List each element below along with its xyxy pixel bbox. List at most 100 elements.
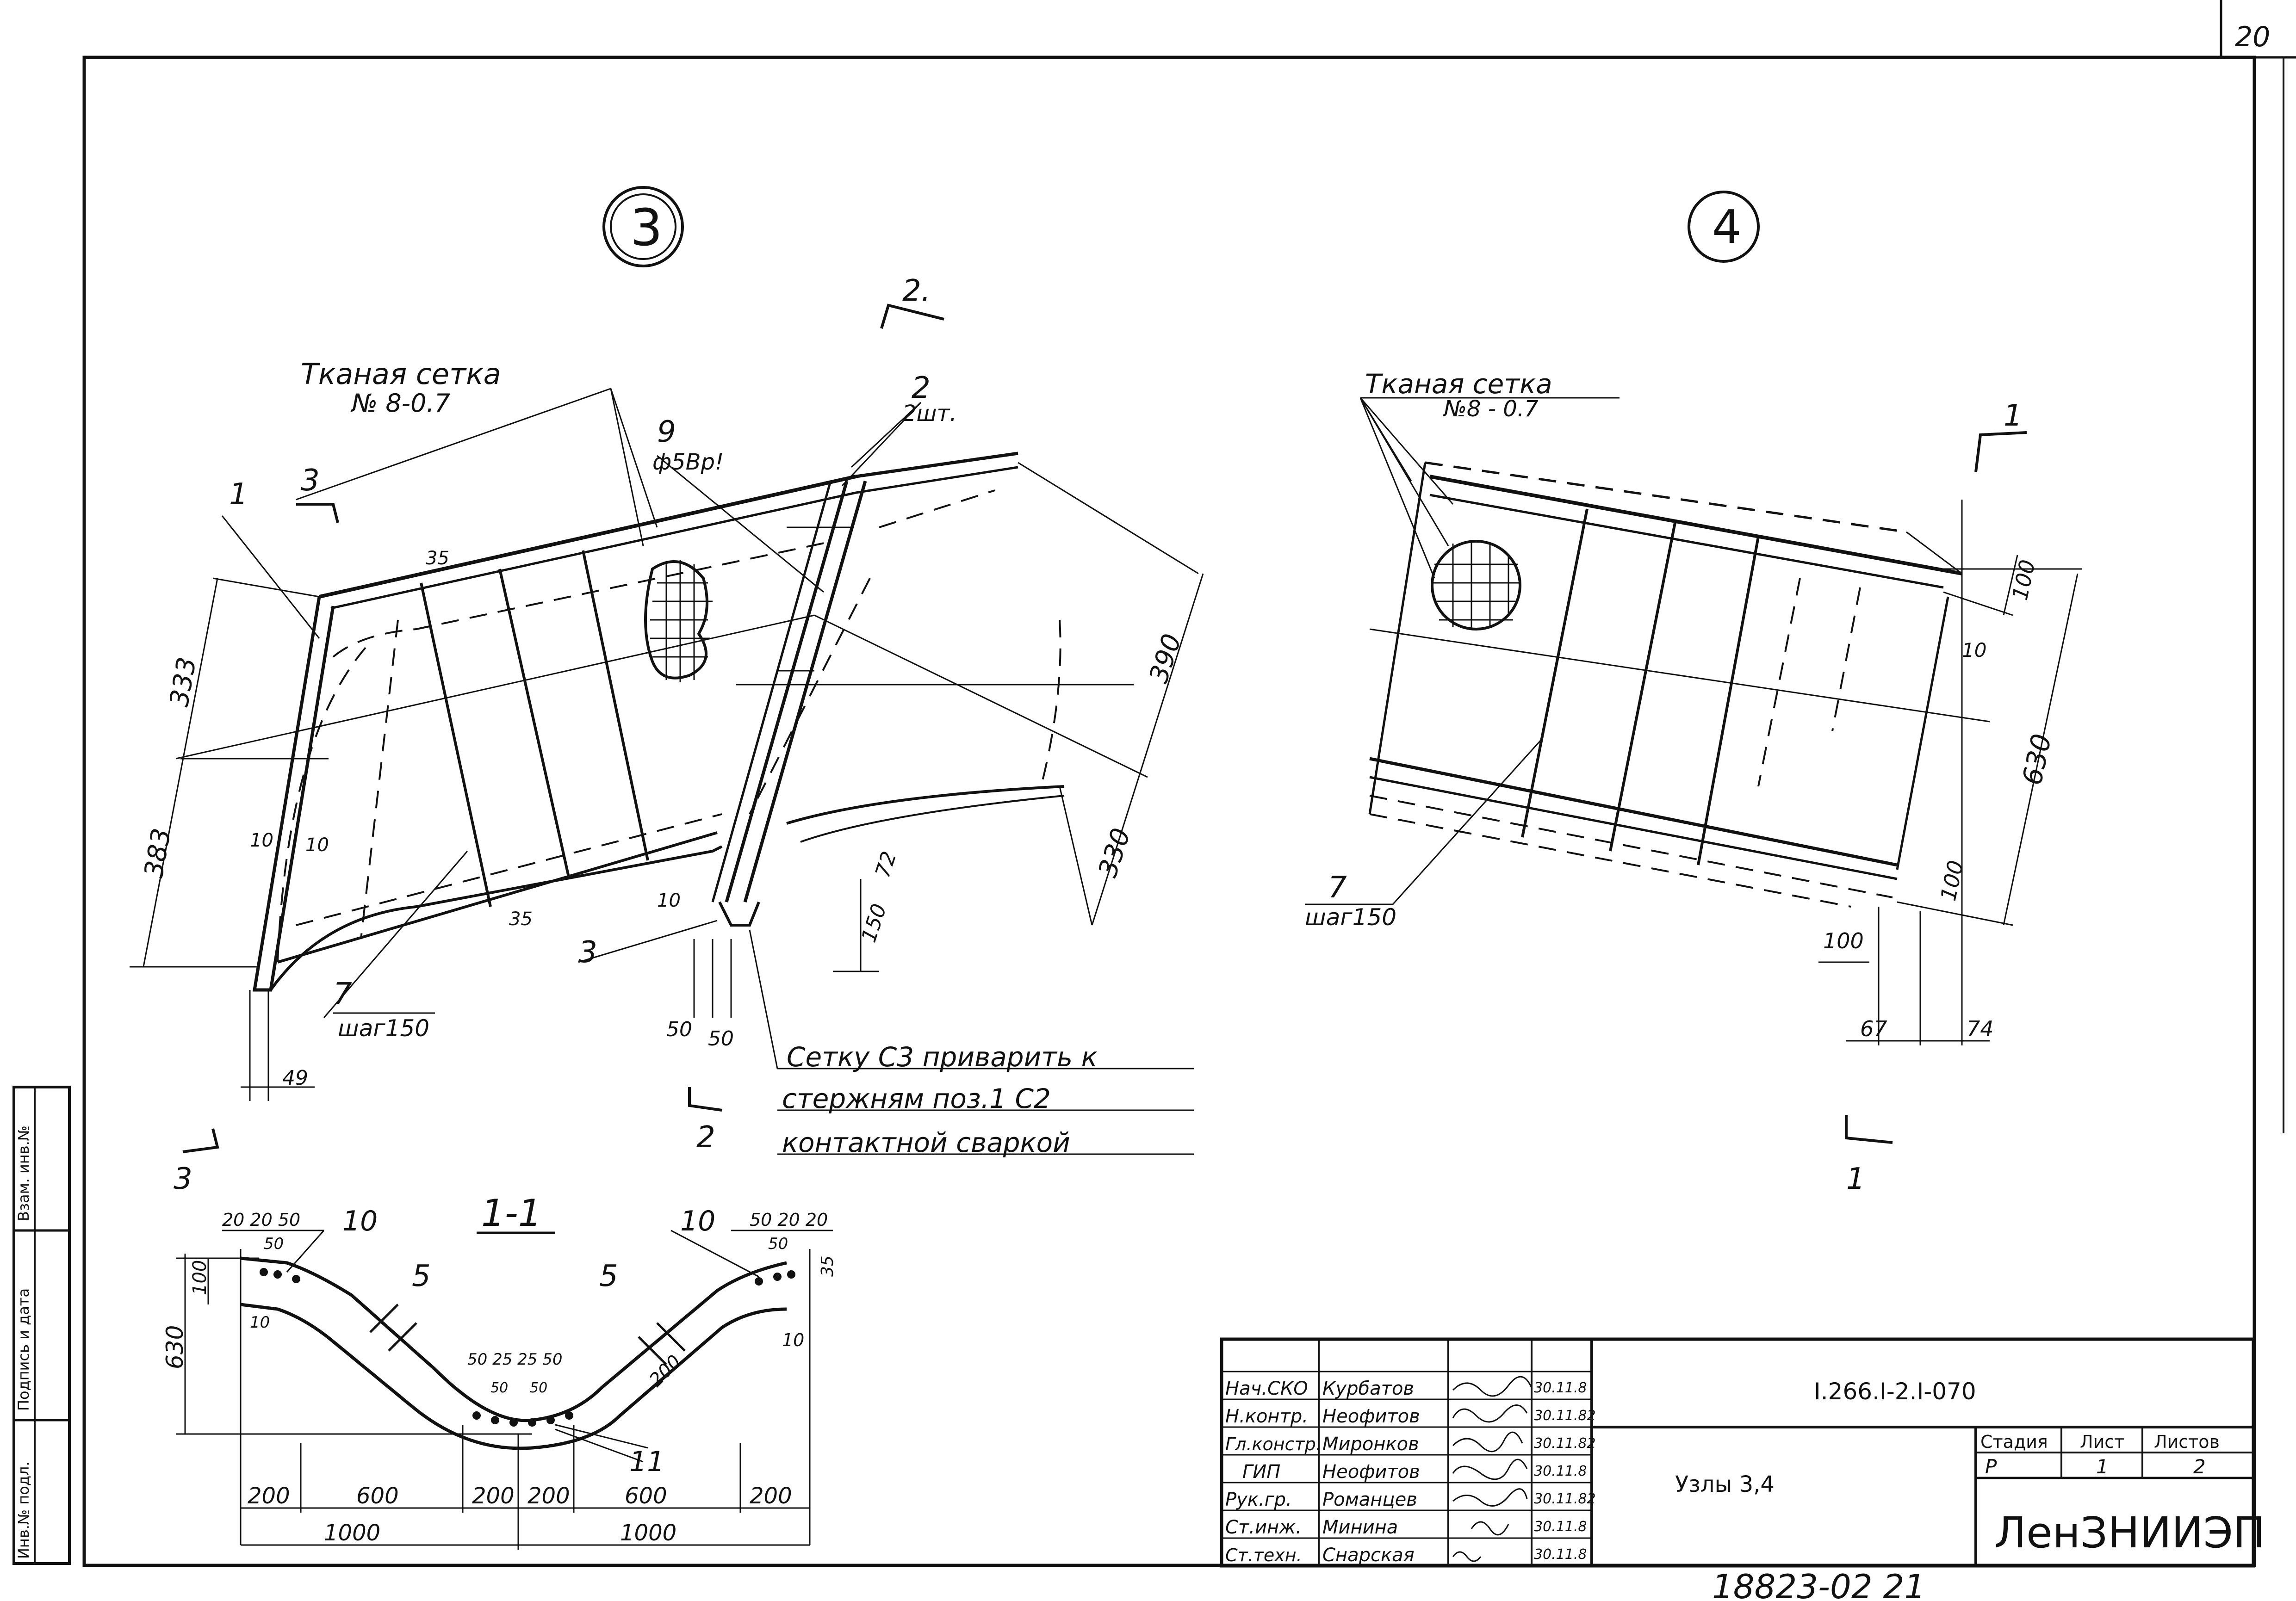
node3-pos-2-qty: 2шт. [902, 401, 957, 427]
tb-name-3: Миронков [1322, 1434, 1419, 1455]
node3-dim-35-top: 35 [426, 548, 449, 569]
tb-sheets-label: Листов [2154, 1432, 2220, 1452]
section-bottom-dim-4: 200 [527, 1483, 570, 1509]
node-3-marker-circle [602, 186, 684, 267]
node3-pos-3: 3 [578, 935, 597, 970]
tb-role-2: Н.контр. [1225, 1406, 1308, 1427]
node3-dim-10b: 10 [305, 834, 329, 856]
section-bottom-dim-5: 600 [625, 1483, 667, 1509]
node3-section-2-bottom: 2 [696, 1120, 715, 1155]
node4-dim-67: 67 [1860, 1016, 1887, 1041]
section-dims-mid: 50 25 25 50 [467, 1350, 562, 1369]
section-pos-10-r: 10 [680, 1205, 715, 1237]
node3-note-2: стержням поз.1 С2 [782, 1083, 1051, 1114]
section-bottom-dim-3: 200 [472, 1483, 515, 1509]
node-4-marker: 4 [1712, 200, 1742, 254]
node-4-marker-circle [1688, 191, 1760, 263]
section-dim-35-r: 35 [818, 1255, 837, 1277]
title-block: Нач.СКО Н.контр. Гл.констр. ГИП Рук.гр. … [1220, 1337, 2265, 1568]
section-dim-50-l: 50 [264, 1235, 284, 1253]
node4-dim-10: 10 [1962, 639, 1986, 661]
tb-date-1: 30.11.8 [1534, 1380, 1587, 1396]
node3-dim-50a: 50 [666, 1018, 692, 1041]
tb-name-4: Неофитов [1322, 1461, 1420, 1483]
node4-dim-74: 74 [1967, 1016, 1994, 1041]
tb-date-5: 30.11.82 [1534, 1491, 1596, 1507]
node-4-drawing: 4 [1305, 191, 2082, 1196]
stamp-inv-podl: Инв.№ подл. [15, 1461, 32, 1559]
tb-sheet-title: Узлы 3,4 [1675, 1471, 1775, 1497]
tb-name-5: Романцев [1322, 1489, 1417, 1510]
stamp-podpis-data: Подпись и дата [15, 1288, 32, 1411]
tb-stage: Р [1985, 1455, 1997, 1478]
tb-name-6: Минина [1322, 1517, 1398, 1538]
node3-pos-9-spec: ф5Вр! [652, 449, 724, 475]
tb-name-7: Снарская [1322, 1545, 1415, 1566]
tb-role-3: Гл.констр. [1225, 1434, 1322, 1454]
section-dim-10-l: 10 [250, 1313, 270, 1332]
tb-doc-code: I.266.I-2.I-070 [1814, 1378, 1976, 1405]
node4-section-1-bottom: 1 [1846, 1162, 1865, 1196]
section-dim-50-mid-r: 50 [530, 1380, 547, 1396]
section-pos-11: 11 [629, 1446, 664, 1478]
node4-pos-7-step: шаг150 [1305, 904, 1396, 931]
node3-pos-7: 7 [333, 977, 352, 1011]
node3-section-3-top: 3 [301, 464, 320, 498]
node3-dim-50b: 50 [708, 1027, 734, 1051]
node3-dim-390: 390 [1143, 631, 1187, 687]
tb-date-4: 30.11.8 [1534, 1463, 1587, 1479]
tb-date-7: 30.11.8 [1534, 1546, 1587, 1563]
node3-dim-10c: 10 [657, 890, 681, 911]
node4-mesh-label-1: Тканая сетка [1365, 368, 1552, 400]
node-3-marker: 3 [630, 198, 663, 257]
section-dim-200-diag: 200 [645, 1351, 686, 1391]
node3-dim-150: 150 [857, 901, 891, 946]
stamp-vzam-inv: Взам. инв.№ [15, 1125, 32, 1221]
node4-dim-630: 630 [2016, 731, 2058, 787]
tb-role-4: ГИП [1242, 1461, 1280, 1483]
node3-pos-7-step: шаг150 [338, 1015, 429, 1042]
node3-note-3: контактной сваркой [782, 1127, 1070, 1158]
node3-dim-35-bot: 35 [509, 909, 533, 930]
section-dim-10-r: 10 [782, 1330, 804, 1350]
tb-name-1: Курбатов [1322, 1378, 1414, 1399]
section-total-2: 1000 [620, 1520, 676, 1546]
section-pos-5-l: 5 [412, 1259, 431, 1293]
node4-pos-7: 7 [1328, 871, 1347, 905]
node3-mesh-label-1: Тканая сетка [301, 357, 501, 391]
node-3-drawing: 3 [130, 186, 1204, 1196]
node3-dim-333: 333 [164, 655, 203, 709]
node4-mesh-label-2: №8 - 0.7 [1442, 396, 1539, 422]
tb-stage-label: Стадия [1980, 1432, 2048, 1452]
tb-org: ЛенЗНИИЭП [1994, 1508, 2265, 1558]
node3-note-1: Сетку С3 приварить к [787, 1041, 1098, 1073]
section-pos-5-r: 5 [599, 1259, 618, 1293]
section-total-1: 1000 [324, 1520, 380, 1546]
section-dims-20-20-50-l: 20 20 50 [222, 1210, 300, 1230]
node3-dim-49: 49 [282, 1066, 308, 1090]
section-dim-630: 630 [161, 1325, 188, 1369]
node3-dim-330: 330 [1092, 825, 1136, 881]
node3-mesh-label-2: № 8-0.7 [350, 389, 450, 418]
section-dims-50-20-20-r: 50 20 20 [750, 1210, 828, 1230]
section-bottom-dim-2: 600 [356, 1483, 399, 1509]
page-number: 20 [2235, 21, 2270, 53]
node3-pos-1: 1 [229, 477, 248, 512]
node3-pos-2: 2 [912, 371, 931, 405]
node3-section-2-top: 2. [902, 274, 931, 308]
node3-pos-9: 9 [657, 415, 676, 449]
tb-role-1: Нач.СКО [1225, 1378, 1308, 1399]
tb-role-6: Ст.инж. [1225, 1517, 1302, 1538]
node3-dim-10a: 10 [250, 830, 273, 851]
section-1-1-title: 1-1 [481, 1192, 542, 1235]
side-stamp: Инв.№ подл. Подпись и дата Взам. инв.№ [12, 1086, 71, 1565]
section-dim-50-mid-l: 50 [490, 1380, 508, 1396]
node3-section-3-bottom: 3 [174, 1162, 192, 1196]
archive-number: 18823-02 21 [1712, 1567, 1925, 1601]
tb-role-5: Рук.гр. [1225, 1489, 1292, 1510]
tb-sheet-label: Лист [2080, 1432, 2124, 1452]
sheet-frame [82, 56, 2256, 1567]
section-pos-10-l: 10 [342, 1205, 378, 1237]
tb-date-3: 30.11.82 [1534, 1435, 1596, 1452]
